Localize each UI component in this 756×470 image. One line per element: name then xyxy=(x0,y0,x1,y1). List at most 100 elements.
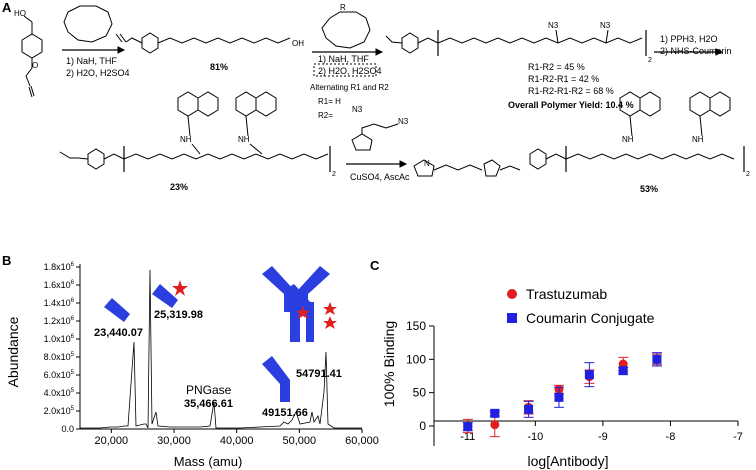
spectrum-y-tick-label: 1.8x106 xyxy=(44,262,75,272)
data-point-coumarin xyxy=(652,354,662,364)
spectrum-y-tick-label: 1.2x106 xyxy=(44,316,75,326)
nh-label-1: NH xyxy=(180,135,192,144)
star-icon-2 xyxy=(296,306,310,319)
panel-letter-a: A xyxy=(2,0,12,15)
benzene-ring-2 xyxy=(401,32,419,54)
coumarin-ring-1a xyxy=(177,91,199,117)
data-point-trastuzumab xyxy=(490,420,500,430)
step2-condition-1: 1) NaH, THF xyxy=(318,54,369,64)
spectrum-y-tick-label: 1.6x106 xyxy=(44,280,75,290)
spectrum-x-tick-label: 30,000 xyxy=(157,435,191,447)
step1-condition-1: 1) NaH, THF xyxy=(66,56,117,66)
subscript-2-b: 2 xyxy=(332,171,336,178)
coumarin-ring-4a xyxy=(689,91,711,117)
subscript-2-a: 2 xyxy=(648,57,652,64)
data-point-coumarin xyxy=(554,392,564,402)
binding-x-tick-label: -8 xyxy=(666,431,676,443)
antibody-full-icon-stem xyxy=(290,292,300,342)
yield-item-1: R1-R2 = 45 % xyxy=(528,62,585,72)
pngase-label: PNGase xyxy=(186,383,232,397)
subscript-2-c: 2 xyxy=(746,171,750,178)
star-icon-4 xyxy=(323,316,337,329)
triazole-ring xyxy=(483,159,501,177)
legend-label-trastuzumab: Trastuzumab xyxy=(526,286,607,302)
step1-condition-2: 2) H2O, H2SO4 xyxy=(66,68,130,78)
peak-label-49151: 49151.66 xyxy=(262,407,308,419)
yield-item-2: R1-R2-R1 = 42 % xyxy=(528,74,599,84)
step2-condition-2: 2) H2O, H2SO4 xyxy=(318,66,382,76)
binding-y-tick-label: 150 xyxy=(406,319,426,333)
spectrum-y-tick-label: 0.0 xyxy=(61,424,74,434)
legend-label-coumarin: Coumarin Conjugate xyxy=(526,310,655,326)
maleimide-product xyxy=(413,159,435,177)
data-point-coumarin xyxy=(463,422,473,432)
peak-label-25319: 25,319.98 xyxy=(154,309,203,321)
binding-x-label: log[Antibody] xyxy=(528,453,609,469)
synthesis-scheme: 1) NaH, THF 2) H2O, H2SO4 81% 1) NaH, TH… xyxy=(14,3,750,194)
spectrum-y-tick-label: 4.0x105 xyxy=(44,388,75,398)
legend-marker-coumarin xyxy=(507,313,517,323)
r1-label: R1= H xyxy=(318,97,341,106)
antibody-conjugate-icon xyxy=(284,284,312,312)
yield-item-3: R1-R2-R1-R2 = 68 % xyxy=(528,86,614,96)
legend-marker-trastuzumab xyxy=(507,289,517,299)
spectrum-y-tick-label: 2.0x105 xyxy=(44,406,75,416)
benzene-ring-1 xyxy=(141,32,159,54)
r2-label: R2= xyxy=(318,111,333,120)
binding-y-tick-label: 0 xyxy=(419,419,426,433)
antibody-heavy-chain-icon xyxy=(262,356,290,402)
coumarin-ring-2a xyxy=(235,91,257,117)
binding-x-tick-label: -11 xyxy=(460,431,475,443)
step4-condition: CuSO4, AscAc xyxy=(350,172,410,182)
binding-x-tick-label: -7 xyxy=(733,431,743,443)
spectrum-y-tick-label: 1.4x106 xyxy=(44,298,75,308)
panel-letter-b: B xyxy=(2,253,12,268)
maleimide-reagent xyxy=(351,133,373,151)
star-icon-3 xyxy=(323,302,337,315)
cyclic-sulfate-2 xyxy=(321,11,371,49)
binding-x-tick-label: -9 xyxy=(598,431,608,443)
r-label-top: R xyxy=(340,3,346,12)
nh-label-2: NH xyxy=(238,135,250,144)
benzene-ring-3 xyxy=(87,148,105,170)
mass-spectrum: 0.02.0x1054.0x1056.0x1058.0x1051.0x1061.… xyxy=(5,262,379,469)
data-point-coumarin xyxy=(584,370,594,380)
r2-n3-label: N3 xyxy=(352,105,363,114)
spectrum-x-tick-label: 20,000 xyxy=(95,435,129,447)
yield-81: 81% xyxy=(210,62,228,72)
ho-label: HO xyxy=(14,9,26,18)
o-label-start: O xyxy=(32,61,38,70)
coumarin-ring-2b xyxy=(255,91,277,117)
binding-x-tick-label: -10 xyxy=(527,431,543,443)
spectrum-x-tick-label: 50,000 xyxy=(283,435,317,447)
binding-y-label: 100% Binding xyxy=(381,321,397,407)
data-point-coumarin xyxy=(618,366,628,376)
cyclic-sulfate-1 xyxy=(63,5,113,43)
step3-condition-1: 1) PPH3, H2O xyxy=(660,34,718,44)
data-point-coumarin xyxy=(524,404,534,414)
yield-23: 23% xyxy=(170,182,188,192)
spectrum-y-tick-label: 6.0x105 xyxy=(44,370,75,380)
nh-label-4: NH xyxy=(692,135,704,144)
spectrum-x-tick-label: 40,000 xyxy=(220,435,254,447)
coumarin-ring-3b xyxy=(639,91,661,117)
spectrum-y-tick-label: 8.0x105 xyxy=(44,352,75,362)
step3-condition-2: 2) NHS-Coumarin xyxy=(660,46,732,56)
reagent-n3-label: N3 xyxy=(398,117,409,126)
peak-label-23440: 23,440.07 xyxy=(94,327,143,339)
spectrum-trace xyxy=(80,269,362,429)
peak-label-54791: 54791.41 xyxy=(296,368,342,380)
overall-yield: Overall Polymer Yield: 10.4 % xyxy=(508,100,634,110)
n3-label-2: N3 xyxy=(600,21,611,30)
n3-label-1: N3 xyxy=(548,21,559,30)
peak-label-35466: 35,466.61 xyxy=(184,398,233,410)
n-label-maleimide: N xyxy=(424,159,430,168)
spectrum-y-label: Abundance xyxy=(5,316,21,387)
data-point-coumarin xyxy=(490,408,500,418)
yield-53: 53% xyxy=(640,184,658,194)
spectrum-x-label: Mass (amu) xyxy=(174,454,243,469)
step2-note: Alternating R1 and R2 xyxy=(310,83,389,92)
coumarin-ring-4b xyxy=(709,91,731,117)
antibody-light-chain-icon-2 xyxy=(104,298,130,322)
